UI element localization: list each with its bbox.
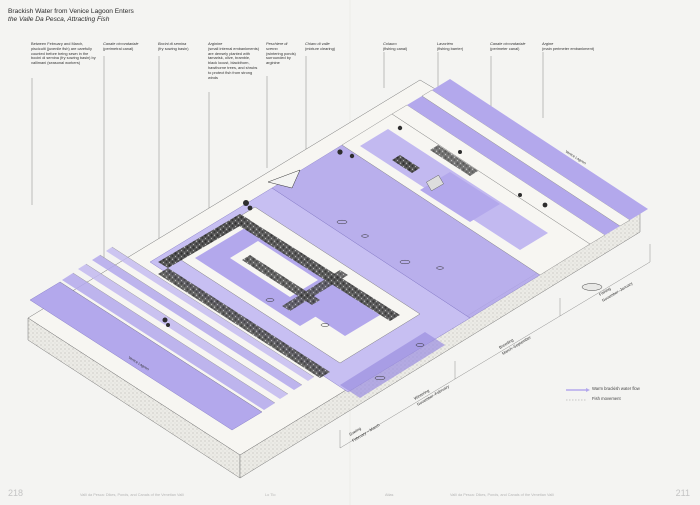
legend-fish-movement: Fish movement <box>592 396 621 401</box>
section-label-right: Atlas <box>385 493 393 497</box>
legend-warm-flow: Warm brackish water flow <box>592 386 640 391</box>
legend-symbols <box>566 388 590 400</box>
section-label-left: Lo Tlo <box>265 493 275 497</box>
arrow-icon <box>586 388 590 392</box>
page-number-left: 218 <box>8 488 23 498</box>
page-number-right: 211 <box>676 488 690 498</box>
fish-illustration <box>582 284 602 291</box>
running-head-left: Valli da Pesca: Dikes, Ponds, and Canals… <box>80 493 184 497</box>
running-head-right: Valli da Pesca: Dikes, Ponds, and Canals… <box>450 493 554 497</box>
